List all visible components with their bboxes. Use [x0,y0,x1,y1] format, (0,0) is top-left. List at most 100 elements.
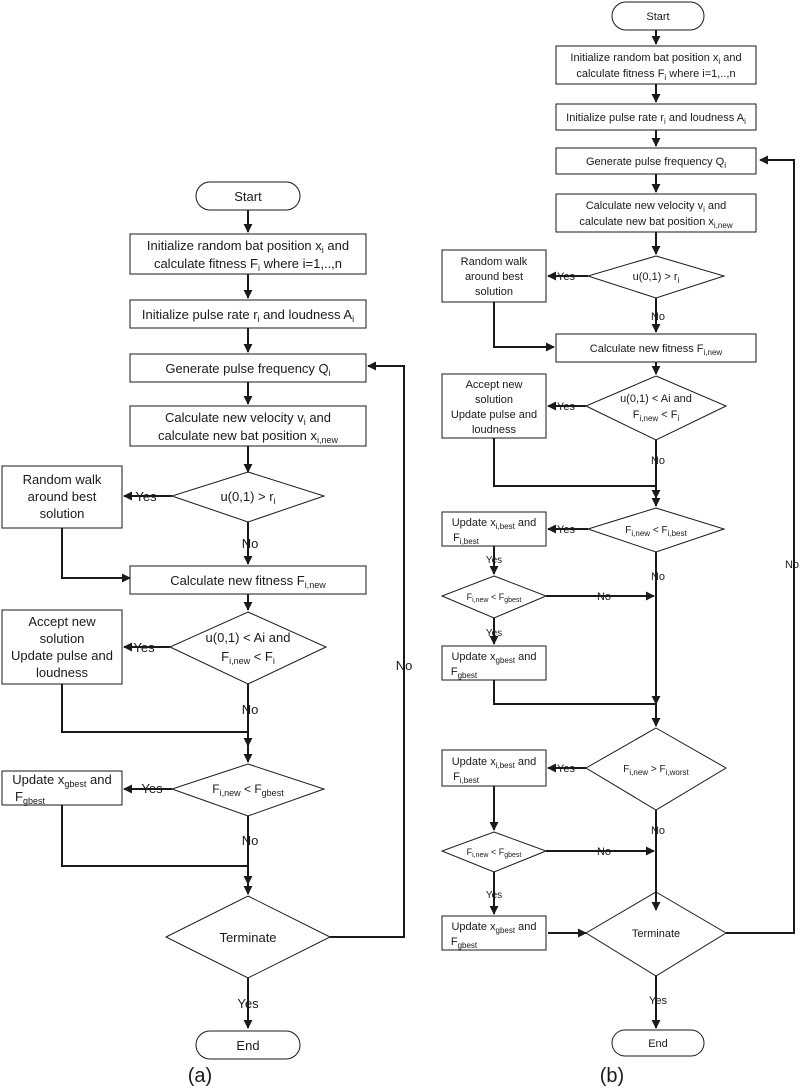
cond-gbest-label-b: Fi,new < Fgbest [467,592,522,604]
calc-velocity-line1-a: Calculate new velocity vi and [165,410,331,427]
end-label-b: End [648,1038,668,1050]
init-position-line2-a: calculate fitness Fi where i=1,..,n [154,256,342,273]
end-terminal-b [611,1029,705,1057]
accept-new-line1-a: Accept new [28,614,96,629]
cond-gbest-diamond-b-2 [440,831,548,873]
init-position-line1-a: Initialize random bat position xi and [147,238,349,255]
labels-a: Start End Initialize random bat position… [11,189,412,1087]
terminate-diamond-a [164,895,332,979]
update-gbest-box-b-2 [441,915,547,951]
end-terminal-a [195,1030,301,1060]
update-ibest-line1-b: Update xi,best and [452,517,537,531]
update-gbest-box-b [441,645,547,681]
no-label-b-6: No [597,846,611,858]
start-label-b: Start [646,11,669,23]
accept-new-box-b [441,373,547,439]
cond-ibest-label-b: Fi,new < Fi,best [625,525,687,538]
calc-velocity-box-a [129,405,367,447]
yes-label-a-1: Yes [135,489,157,504]
no-label-a-3: No [242,833,259,848]
init-pulse-box-b [555,103,757,131]
yes-label-a-3: Yes [141,781,163,796]
init-position-line2-b: calculate fitness Fi where i=1,..,n [576,68,735,82]
random-walk-line3-b: solution [475,286,513,298]
update-gbest-line2-a: Fgbest [15,789,45,806]
update-ibest-box-b-2 [441,749,547,787]
yes-label-b-5: Yes [486,628,502,639]
cond-gbest-diamond-b [440,575,548,619]
calc-fitness-box-b [555,333,757,363]
random-walk-line1-a: Random walk [23,472,102,487]
init-pulse-label-a: Initialize pulse rate ri and loudness Ai [142,307,354,324]
labels-b: Start End Initialize random bat position… [451,11,799,1087]
update-gbest-line2-b-2: Fgbest [451,936,478,950]
yes-label-b-1: Yes [557,271,575,283]
start-terminal-a [195,181,301,211]
update-gbest-line1-b-2: Update xgbest and [451,921,536,935]
connectors-a [61,210,405,1029]
flowchart-b [440,1,795,1057]
yes-label-b-3: Yes [557,524,575,536]
random-walk-line1-b: Random walk [461,256,528,268]
cond-rate-diamond-b [586,255,726,299]
connectors-b [489,30,795,1029]
caption-a: (a) [188,1065,212,1087]
no-label-b-2: No [651,455,665,467]
calc-velocity-line1-b: Calculate new velocity vi and [586,200,727,214]
accept-new-line3-a: Update pulse and [11,648,113,663]
update-ibest-line2-b-2: Fi,best [453,771,480,785]
end-label-a: End [236,1038,259,1053]
yes-label-b-2: Yes [557,401,575,413]
caption-b: (b) [600,1065,624,1087]
cond-loud-diamond-a [168,611,328,685]
random-walk-box-a [1,465,123,529]
no-label-a-2: No [242,702,259,717]
no-label-a-4: No [396,658,413,673]
gen-freq-label-b: Generate pulse frequency Qi [586,156,726,170]
no-label-a-1: No [242,536,259,551]
cond-loud-line2-a: Fi,new < Fi [221,649,275,666]
update-gbest-box-a [1,770,123,806]
cond-loud-line1-b: u(0,1) < Ai and [620,393,692,405]
cond-gbest-diamond-a [170,763,326,817]
accept-new-line4-b: loudness [472,424,517,436]
accept-new-line2-b: solution [475,394,513,406]
cond-gbest-label-b-2: Fi,new < Fgbest [467,847,522,859]
init-pulse-label-b: Initialize pulse rate ri and loudness Ai [566,112,746,126]
update-ibest-line2-b: Fi,best [453,532,480,546]
yes-label-b-4: Yes [486,555,502,566]
calc-fitness-label-a: Calculate new fitness Fi,new [170,573,326,590]
calc-fitness-box-a [129,565,367,595]
random-walk-line2-b: around best [465,271,523,283]
init-position-box-b [555,45,757,85]
no-label-b-5: No [651,825,665,837]
flowchart-a [1,181,405,1060]
calc-fitness-label-b: Calculate new fitness Fi,new [590,343,723,357]
yes-label-a-4: Yes [237,996,259,1011]
update-gbest-line1-b: Update xgbest and [451,651,536,665]
init-position-line1-b: Initialize random bat position xi and [570,52,741,66]
yes-label-b-8: Yes [649,995,667,1007]
update-gbest-line2-b: Fgbest [451,666,478,680]
terminate-label-b: Terminate [632,928,680,940]
calc-velocity-line2-b: calculate new bat position xi,new [579,216,732,230]
no-label-b-3: No [651,571,665,583]
gen-freq-box-a [129,353,367,383]
cond-ibest-diamond-b [586,507,726,553]
start-terminal-b [611,1,705,31]
gen-freq-box-b [555,147,757,175]
cond-rate-label-b: u(0,1) > ri [633,271,680,285]
yes-label-b-6: Yes [557,763,575,775]
cond-worst-label-b: Fi,new > Fi,worst [623,764,689,777]
random-walk-box-b [441,249,547,303]
init-position-box-a [129,233,367,275]
accept-new-line4-a: loudness [36,665,89,680]
accept-new-line3-b: Update pulse and [451,409,537,421]
accept-new-box-a [1,609,123,685]
yes-label-a-2: Yes [133,640,155,655]
calc-velocity-line2-a: calculate new bat position xi,new [158,428,338,445]
accept-new-line1-b: Accept new [466,379,523,391]
accept-new-line2-a: solution [40,631,85,646]
cond-loud-diamond-b [584,375,728,441]
